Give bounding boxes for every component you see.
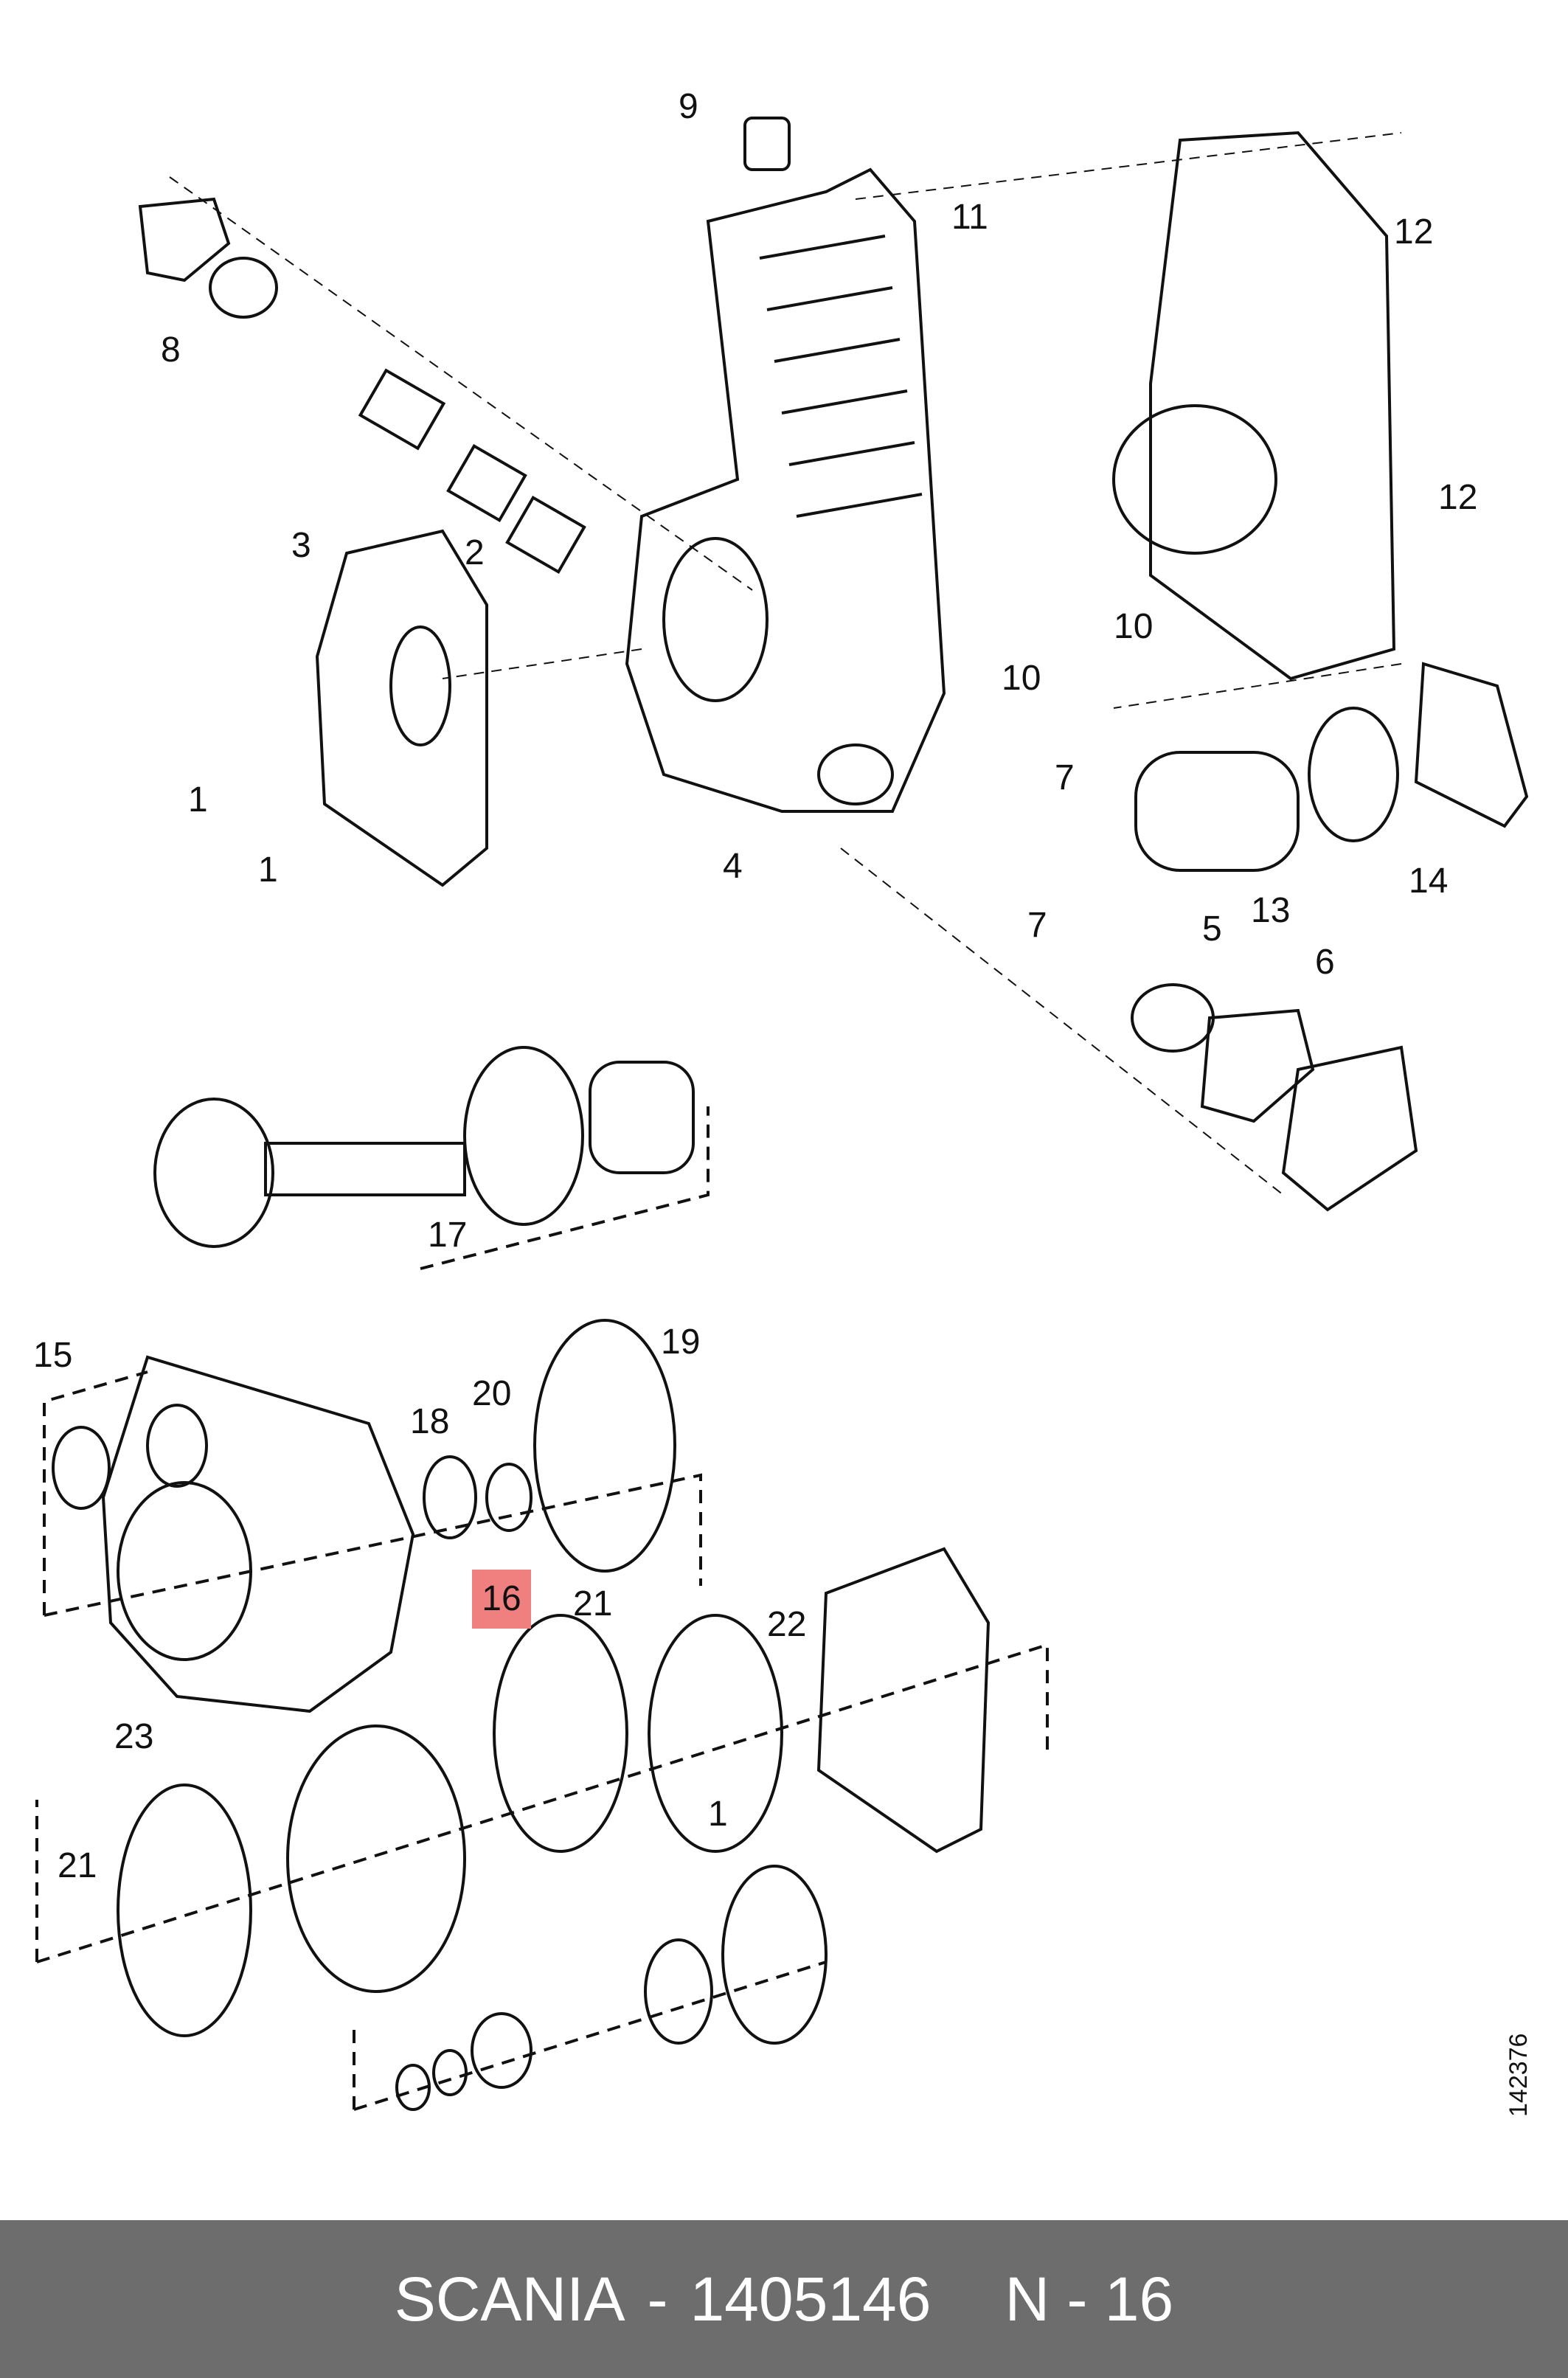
pulley-21 bbox=[117, 1784, 252, 2037]
callout-3: 3 bbox=[291, 526, 311, 565]
filter-13 bbox=[1134, 751, 1300, 872]
callout-17: 17 bbox=[428, 1216, 467, 1255]
housing-ribs bbox=[759, 235, 923, 518]
callout-1a: 1 bbox=[188, 780, 208, 819]
shaft-17 bbox=[264, 1142, 466, 1196]
valve-spool-c bbox=[505, 495, 586, 575]
callout-10a: 10 bbox=[1114, 607, 1153, 646]
gear-teeth bbox=[153, 1098, 274, 1248]
callout-23: 23 bbox=[114, 1717, 153, 1756]
callout-1c: 1 bbox=[708, 1795, 728, 1834]
callout-14: 14 bbox=[1409, 862, 1448, 901]
seal-16 bbox=[423, 1455, 477, 1539]
lower-housing-bore bbox=[117, 1481, 252, 1661]
seal-5 bbox=[1131, 983, 1215, 1053]
washer-lower-b bbox=[432, 2049, 468, 2096]
exploded-parts-diagram: 9 11 8 12 12 3 2 10 10 1 1 4 7 7 13 14 5… bbox=[33, 87, 1529, 2111]
main-housing bbox=[625, 167, 946, 813]
cap-9 bbox=[743, 117, 791, 171]
dashed-box-21 bbox=[35, 1643, 1049, 1963]
sensor-housing bbox=[1281, 1045, 1418, 1212]
callout-4: 4 bbox=[723, 847, 743, 886]
o-ring-22 bbox=[648, 1614, 783, 1853]
callout-19: 19 bbox=[661, 1323, 700, 1362]
dashed-box-17 bbox=[420, 1106, 710, 1270]
footer-brand: SCANIA bbox=[394, 2264, 625, 2334]
callout-7b: 7 bbox=[1027, 906, 1047, 945]
stator-plate bbox=[816, 1547, 991, 1854]
gasket-3-bore bbox=[389, 625, 451, 746]
ring-gear bbox=[721, 1865, 828, 2045]
callout-20: 20 bbox=[472, 1374, 511, 1413]
ring-20 bbox=[485, 1463, 533, 1532]
gasket-6 bbox=[1200, 1008, 1315, 1123]
gasket-3 bbox=[315, 529, 488, 887]
callout-10b: 10 bbox=[1002, 659, 1041, 698]
footer-ref: N - 16 bbox=[1005, 2264, 1174, 2334]
right-cover bbox=[1149, 131, 1396, 681]
callout-21b: 21 bbox=[58, 1846, 97, 1885]
callout-6: 6 bbox=[1315, 943, 1335, 982]
callout-16-highlight bbox=[472, 1570, 531, 1629]
lower-housing bbox=[101, 1355, 415, 1713]
callout-15: 15 bbox=[33, 1336, 72, 1375]
o-ring-14 bbox=[1308, 707, 1399, 842]
callout-18: 18 bbox=[410, 1402, 449, 1441]
callout-12a: 12 bbox=[1394, 212, 1433, 252]
filter-cover bbox=[1414, 662, 1529, 828]
bearing-17 bbox=[589, 1061, 695, 1174]
o-ring-15a bbox=[52, 1426, 111, 1510]
footer-bar: SCANIA - 1405146 N - 16 bbox=[0, 2220, 1568, 2378]
housing-port bbox=[817, 743, 894, 805]
o-ring-19 bbox=[533, 1319, 676, 1573]
callout-2: 2 bbox=[465, 533, 485, 572]
callout-8: 8 bbox=[161, 330, 181, 370]
callout-12b: 12 bbox=[1438, 478, 1477, 517]
footer-part-number: 1405146 bbox=[690, 2264, 932, 2334]
dashed-box-15 bbox=[43, 1370, 702, 1617]
flange-8 bbox=[138, 197, 231, 282]
valve-spool-a bbox=[358, 368, 446, 451]
o-ring-17 bbox=[463, 1046, 584, 1226]
o-ring-15b bbox=[146, 1404, 208, 1488]
callout-22: 22 bbox=[767, 1605, 806, 1644]
dashed-box-lower bbox=[353, 1961, 827, 2111]
cover-dome bbox=[1112, 404, 1277, 555]
o-ring-8 bbox=[209, 257, 278, 319]
gear-small bbox=[644, 1938, 713, 2045]
callout-21a: 21 bbox=[573, 1584, 612, 1623]
callout-1b: 1 bbox=[258, 850, 278, 890]
callout-9: 9 bbox=[679, 87, 698, 126]
valve-spool-b bbox=[446, 443, 527, 523]
callout-11: 11 bbox=[951, 198, 988, 237]
catalog-number: 142376 bbox=[1505, 2033, 1533, 2117]
callout-7a: 7 bbox=[1055, 758, 1075, 797]
rotor-disc-b bbox=[286, 1724, 466, 1993]
leader-lines bbox=[169, 132, 1402, 1196]
bearing-lower bbox=[471, 2012, 533, 2089]
callout-5: 5 bbox=[1202, 909, 1222, 949]
rotor-disc-a bbox=[493, 1614, 628, 1853]
callout-16: 16 bbox=[482, 1579, 521, 1618]
callout-13: 13 bbox=[1251, 891, 1290, 930]
housing-bore bbox=[662, 537, 769, 702]
footer-dash: - bbox=[647, 2264, 668, 2334]
